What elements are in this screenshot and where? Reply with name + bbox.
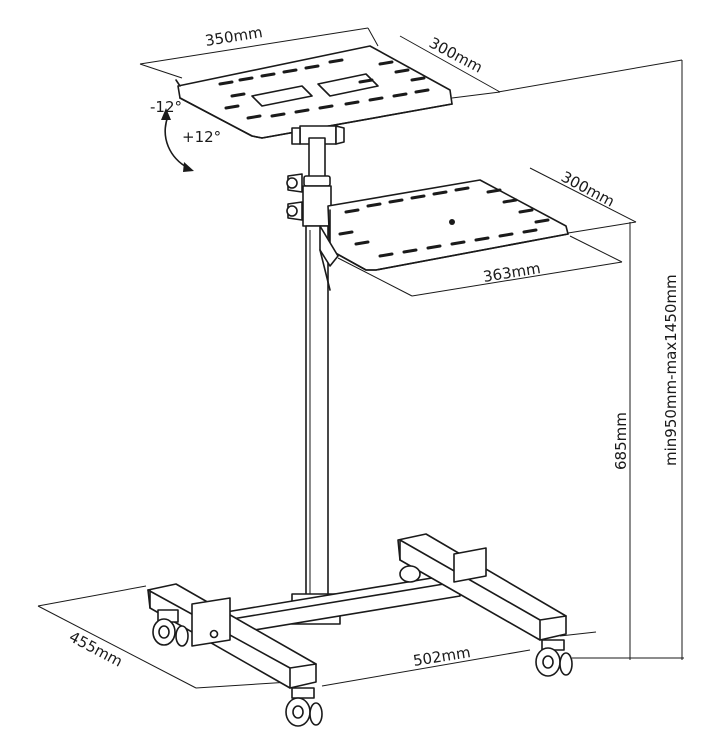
- label-lower-width: 363mm: [482, 259, 542, 286]
- label-lower-height: 685mm: [612, 412, 630, 470]
- caster-rear-right: [535, 639, 573, 677]
- caster-front-left: [152, 609, 189, 647]
- label-tilt-plus: +12°: [182, 128, 221, 146]
- upper-tray-slots: [218, 58, 430, 120]
- center-pole: [286, 137, 341, 625]
- tilt-arrow-icon: [161, 108, 194, 172]
- caster-rear-left: [399, 565, 421, 583]
- label-lower-depth: 300mm: [558, 168, 618, 211]
- lower-tray: [319, 179, 569, 291]
- label-base-width: 502mm: [412, 643, 472, 670]
- label-tilt-minus: -12°: [150, 98, 182, 116]
- dimension-labels: 350mm 300mm -12° +12° 300mm 363mm 685mm …: [66, 23, 680, 671]
- caster-front-right: [285, 687, 323, 727]
- upper-tray: [175, 45, 453, 145]
- lower-tray-slots: [338, 186, 550, 258]
- base-frame: [147, 533, 567, 689]
- label-base-depth: 455mm: [66, 628, 126, 671]
- dimension-lines: [37, 27, 684, 689]
- label-total-height: min950mm-max1450mm: [662, 274, 680, 466]
